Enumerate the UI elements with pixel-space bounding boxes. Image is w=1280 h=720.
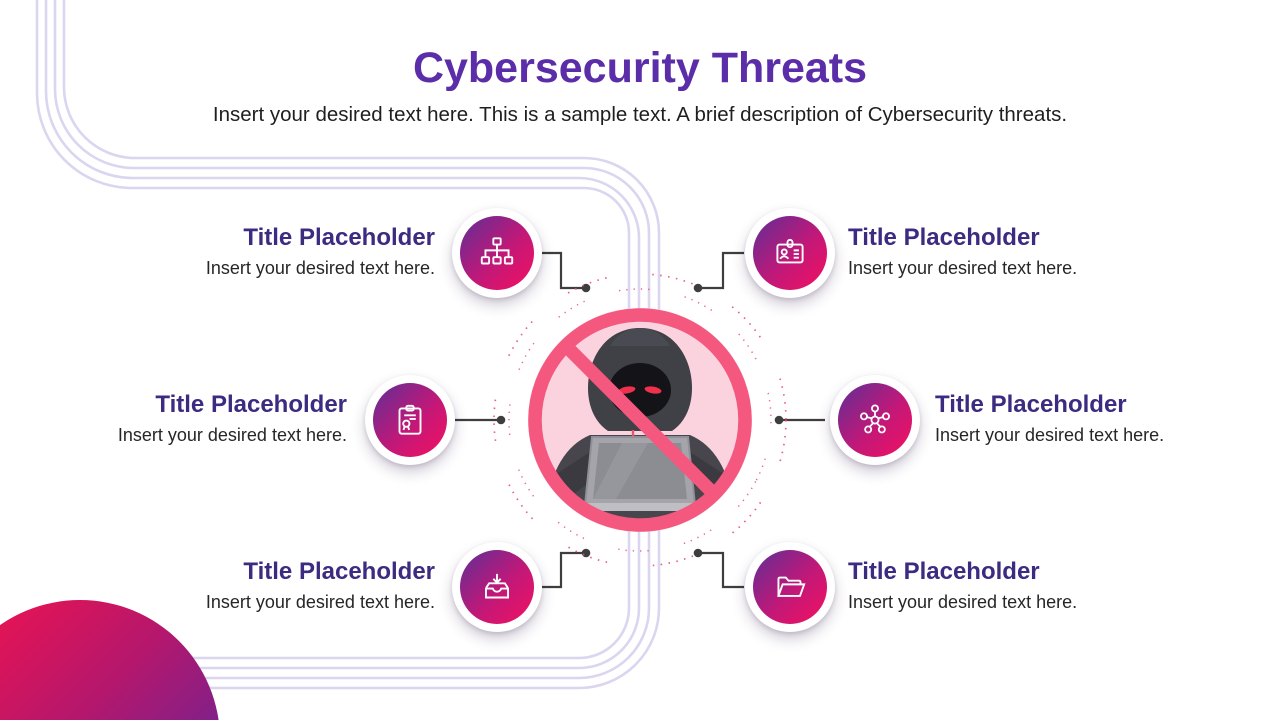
folder-icon <box>777 576 806 597</box>
laptop-base <box>580 503 700 511</box>
slide-subtitle: Insert your desired text here. This is a… <box>212 103 1068 126</box>
item-description: Insert your desired text here. <box>935 425 1165 445</box>
dotted-ring-outer <box>493 273 787 567</box>
icon-badge-bottom-left <box>452 542 542 632</box>
sitemap-icon <box>480 237 514 265</box>
connector-bottom-left <box>542 551 583 589</box>
connector-top-left <box>542 251 583 290</box>
item-description: Insert your desired text here. <box>848 258 1078 278</box>
hacker-eye-right <box>644 386 662 394</box>
item-bottom-left: Title Placeholder Insert your desired te… <box>95 557 435 614</box>
network-icon <box>860 404 890 434</box>
item-bottom-right: Title Placeholder Insert your desired te… <box>848 557 1208 614</box>
item-middle-right: Title Placeholder Insert your desired te… <box>935 390 1275 447</box>
item-description: Insert your desired text here. <box>205 258 435 278</box>
connector-bottom-right <box>701 551 744 589</box>
item-top-left: Title Placeholder Insert your desired te… <box>95 223 435 280</box>
prohibition-ring <box>528 308 752 532</box>
hacker-eye-left <box>618 386 636 394</box>
blocked-hacker-illustration <box>493 273 787 567</box>
item-title: Title Placeholder <box>243 558 435 585</box>
item-description: Insert your desired text here. <box>848 592 1078 612</box>
item-title: Title Placeholder <box>848 558 1040 585</box>
slide-header: Cybersecurity Threats Insert your desire… <box>0 0 1280 127</box>
item-title: Title Placeholder <box>243 224 435 251</box>
icon-badge-bottom-right <box>745 542 835 632</box>
icon-badge-middle-left <box>365 375 455 465</box>
prohibition-slash <box>561 341 719 499</box>
item-title: Title Placeholder <box>848 224 1040 251</box>
icon-badge-top-right <box>745 208 835 298</box>
certificate-icon <box>398 404 422 435</box>
icon-badge-middle-right <box>830 375 920 465</box>
id-card-icon <box>776 238 804 264</box>
slide-title: Cybersecurity Threats <box>412 44 868 92</box>
item-title: Title Placeholder <box>935 391 1127 418</box>
icon-badge-top-left <box>452 208 542 298</box>
item-title: Title Placeholder <box>155 391 347 418</box>
item-description: Insert your desired text here. <box>117 425 347 445</box>
item-middle-left: Title Placeholder Insert your desired te… <box>7 390 347 447</box>
item-description: Insert your desired text here. <box>205 592 435 612</box>
item-top-right: Title Placeholder Insert your desired te… <box>848 223 1208 280</box>
inbox-icon <box>485 573 509 599</box>
connector-top-right <box>701 251 744 290</box>
